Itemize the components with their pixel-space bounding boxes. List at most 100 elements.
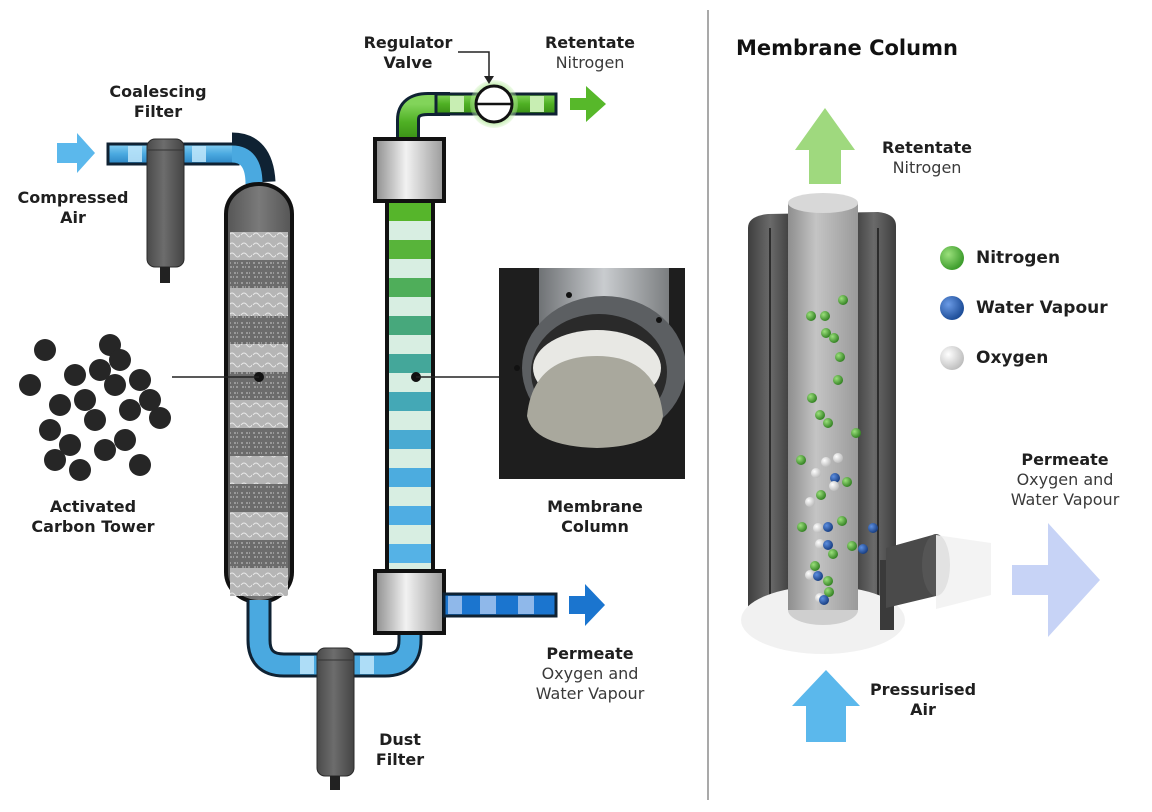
- right-permeate-label-sub2: Water Vapour: [1010, 490, 1120, 509]
- oxygen-molecule: [829, 481, 839, 491]
- tower-band: [230, 400, 288, 428]
- dust-filter: [316, 647, 355, 790]
- activated-carbon-label-line2: Carbon Tower: [31, 517, 155, 536]
- carbon-pellet: [114, 429, 136, 451]
- compressed-air-label-line2: Air: [60, 208, 86, 227]
- nitrogen-molecule: [823, 418, 833, 428]
- carbon-pellet: [39, 419, 61, 441]
- tower-band: [230, 428, 288, 456]
- column-stripe: [389, 297, 431, 316]
- column-stripe: [389, 506, 431, 525]
- pressurised-air-label-line1: Pressurised: [869, 680, 977, 699]
- tower-band: [230, 260, 288, 288]
- nitrogen-molecule: [835, 352, 845, 362]
- carbon-pellet: [109, 349, 131, 371]
- activated-carbon-tower: [224, 182, 294, 604]
- retentate-arrow-icon: [570, 86, 606, 122]
- water-vapour-molecule: [830, 473, 840, 483]
- tower-band: [230, 344, 288, 372]
- retentate-label: Retentate Nitrogen: [540, 33, 640, 73]
- column-stripe: [389, 278, 431, 297]
- oxygen-molecule: [805, 497, 815, 507]
- membrane-column-label: Membrane Column: [530, 497, 660, 537]
- tower-band: [230, 232, 288, 260]
- carbon-pellet: [19, 374, 41, 396]
- water-vapour-molecule: [819, 595, 829, 605]
- water-vapour-molecule: [858, 544, 868, 554]
- membrane-column-label-line1: Membrane: [547, 497, 643, 516]
- regulator-valve-label: Regulator Valve: [358, 33, 458, 73]
- dust-filter-label: Dust Filter: [370, 730, 430, 770]
- retentate-label-title: Retentate: [544, 33, 635, 52]
- tower-band: [230, 484, 288, 512]
- column-stripe: [389, 259, 431, 278]
- water-vapour-dot-icon: [940, 296, 964, 320]
- tower-band: [230, 316, 288, 344]
- oxygen-molecule: [833, 453, 843, 463]
- carbon-pellet: [34, 339, 56, 361]
- nitrogen-molecule: [838, 295, 848, 305]
- compressed-air-label-line1: Compressed: [17, 188, 129, 207]
- pressurised-air-label-line2: Air: [910, 700, 936, 719]
- coalescing-filter-label-line2: Filter: [133, 102, 183, 121]
- column-stripe: [389, 392, 431, 411]
- tower-band: [230, 568, 288, 596]
- carbon-pellet: [49, 394, 71, 416]
- oxygen-molecule: [821, 457, 831, 467]
- retentate-up-arrow-icon: [795, 108, 855, 184]
- nitrogen-molecule: [847, 541, 857, 551]
- permeate-label-sub2: Water Vapour: [535, 684, 645, 703]
- nitrogen-molecule: [807, 393, 817, 403]
- right-retentate-label-title: Retentate: [881, 138, 972, 157]
- membrane-column-photo: [499, 268, 685, 479]
- regulator-valve: [470, 80, 518, 128]
- carbon-pellet: [64, 364, 86, 386]
- legend-label-water-vapour: Water Vapour: [976, 298, 1108, 318]
- inlet-pipe: [106, 132, 276, 185]
- nitrogen-molecule: [816, 490, 826, 500]
- legend-label-nitrogen: Nitrogen: [976, 248, 1061, 268]
- permeate-right-arrow-icon: [1012, 523, 1100, 637]
- pressurised-air-label: Pressurised Air: [858, 680, 988, 720]
- carbon-pellet: [94, 439, 116, 461]
- nitrogen-molecule: [821, 328, 831, 338]
- oxygen-dot-icon: [940, 346, 964, 370]
- nitrogen-dot-icon: [940, 246, 964, 270]
- permeate-label: Permeate Oxygen and Water Vapour: [520, 644, 660, 704]
- column-stripe: [389, 221, 431, 240]
- oxygen-molecule: [811, 468, 821, 478]
- carbon-pellet: [149, 407, 171, 429]
- tower-band: [230, 288, 288, 316]
- column-stripe: [389, 430, 431, 449]
- nitrogen-molecule: [820, 311, 830, 321]
- carbon-pellet: [74, 389, 96, 411]
- permeate-arrow-icon: [569, 584, 605, 626]
- permeate-pipe: [442, 592, 558, 618]
- carbon-pellet: [89, 359, 111, 381]
- column-stripe: [389, 525, 431, 544]
- right-permeate-label-title: Permeate: [1021, 450, 1109, 469]
- retentate-label-subtitle: Nitrogen: [555, 53, 625, 72]
- nitrogen-molecule: [810, 561, 820, 571]
- activated-carbon-label-line1: Activated: [49, 497, 137, 516]
- legend-item-water-vapour: Water Vapour: [940, 295, 1108, 321]
- right-retentate-label-subtitle: Nitrogen: [892, 158, 962, 177]
- column-stripe: [389, 411, 431, 430]
- carbon-pellet: [59, 434, 81, 456]
- permeate-label-sub1: Oxygen and: [541, 664, 639, 683]
- regulator-valve-label-line2: Valve: [383, 53, 433, 72]
- coalescing-filter-label-line1: Coalescing: [109, 82, 207, 101]
- oxygen-molecule: [815, 539, 825, 549]
- nitrogen-molecule: [851, 428, 861, 438]
- legend-item-nitrogen: Nitrogen: [940, 245, 1108, 271]
- permeate-outlet: [880, 534, 991, 630]
- dust-filter-label-line2: Filter: [375, 750, 425, 769]
- right-permeate-label: Permeate Oxygen and Water Vapour: [995, 450, 1135, 510]
- tower-band: [230, 456, 288, 484]
- permeate-label-title: Permeate: [546, 644, 634, 663]
- oxygen-molecule: [813, 523, 823, 533]
- column-stripe: [389, 449, 431, 468]
- column-bottom-cap: [373, 569, 446, 635]
- coalescing-filter-label: Coalescing Filter: [108, 82, 208, 122]
- water-vapour-molecule: [813, 571, 823, 581]
